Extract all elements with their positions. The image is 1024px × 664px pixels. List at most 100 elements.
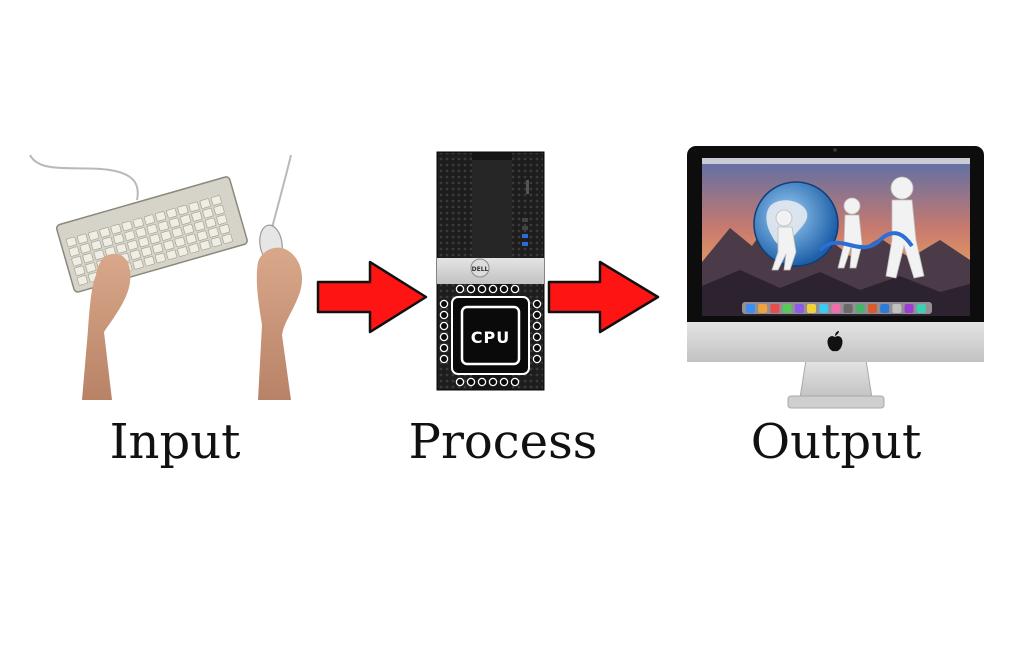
dock-app-icon (746, 304, 755, 313)
key (213, 204, 225, 216)
key (219, 224, 231, 235)
key (188, 201, 200, 212)
left-hand-icon (82, 253, 131, 400)
key (132, 259, 144, 270)
dock-app-icon (819, 304, 829, 313)
cpu-pin (488, 377, 498, 387)
key (113, 233, 125, 244)
monitor-illustration (687, 146, 984, 409)
key (188, 243, 200, 254)
cpu-pin (532, 299, 542, 309)
key (124, 230, 136, 241)
key (121, 220, 133, 232)
right-hand-icon (256, 247, 303, 400)
key (210, 195, 222, 206)
cpu-pin (477, 377, 487, 387)
key (210, 236, 222, 248)
key (171, 227, 183, 238)
key (71, 256, 83, 267)
key (68, 246, 80, 257)
cpu-pin (510, 377, 520, 387)
key (115, 243, 127, 254)
monitor-base (787, 395, 885, 409)
cpu-pin (532, 343, 542, 353)
cpu-pin (532, 310, 542, 320)
arrow-right-icon (316, 260, 428, 334)
mouse-cable (271, 154, 292, 229)
key (180, 214, 192, 225)
key (194, 220, 206, 232)
key (207, 227, 219, 238)
cpu-pin (466, 284, 476, 294)
cpu-pin (455, 284, 465, 294)
key (65, 236, 77, 248)
key (74, 265, 86, 276)
cpu-pin (439, 354, 449, 364)
cpu-chip-icon: CPU (439, 284, 542, 387)
key (202, 208, 214, 219)
usb-port-2 (522, 226, 528, 230)
usb3-port-2 (522, 242, 528, 246)
optical-slot (526, 180, 529, 194)
dock-app-icon (904, 304, 914, 313)
key (166, 208, 178, 219)
monitor-stand (799, 359, 873, 399)
key (163, 240, 175, 251)
arrow-right-icon (547, 260, 660, 334)
usb3-port-1 (522, 234, 528, 238)
key (85, 262, 97, 273)
cpu-pin (439, 332, 449, 342)
cpu-pin (439, 299, 449, 309)
dock-app-icon (855, 304, 865, 313)
key (191, 211, 203, 222)
key (199, 240, 211, 251)
key (185, 233, 197, 244)
tower-silver-band (437, 258, 544, 284)
key (177, 204, 189, 216)
key (154, 252, 166, 264)
key (146, 224, 158, 235)
cpu-pin (532, 354, 542, 364)
cpu-pin (499, 284, 509, 294)
key (182, 224, 194, 235)
dock-app-icon (794, 304, 804, 313)
key (82, 252, 94, 264)
key (99, 227, 111, 238)
desktop-tower-illustration: DELL CPU (436, 151, 545, 391)
key (76, 275, 88, 286)
key (110, 224, 122, 235)
cpu-pin (510, 284, 520, 294)
key (132, 217, 144, 228)
key (79, 243, 91, 254)
process-label: Process (408, 414, 598, 470)
dock-app-icon (758, 304, 768, 313)
dock-app-icon (916, 304, 926, 313)
key (221, 233, 233, 244)
key (127, 240, 139, 251)
key (199, 198, 211, 209)
cpu-pin (532, 321, 542, 331)
keyboard-cable (29, 154, 139, 201)
dock-app-icon (843, 304, 853, 313)
cpu-pin (439, 310, 449, 320)
key (138, 236, 150, 248)
dock-app-icon (880, 304, 890, 313)
keyboard-icon (55, 176, 248, 293)
cpu-pin (455, 377, 465, 387)
key (90, 240, 102, 251)
key (93, 249, 105, 260)
key (160, 230, 172, 241)
key (143, 214, 155, 225)
dock-app-icon (770, 304, 780, 313)
dock-app-icon (782, 304, 792, 313)
key (166, 249, 178, 260)
apple-logo-icon (827, 331, 843, 352)
input-label: Input (109, 414, 241, 470)
dock-icons (746, 304, 926, 313)
cpu-pin (499, 377, 509, 387)
key (129, 249, 141, 260)
key (205, 217, 217, 228)
key (152, 243, 164, 254)
dell-logo-text: DELL (472, 266, 489, 273)
